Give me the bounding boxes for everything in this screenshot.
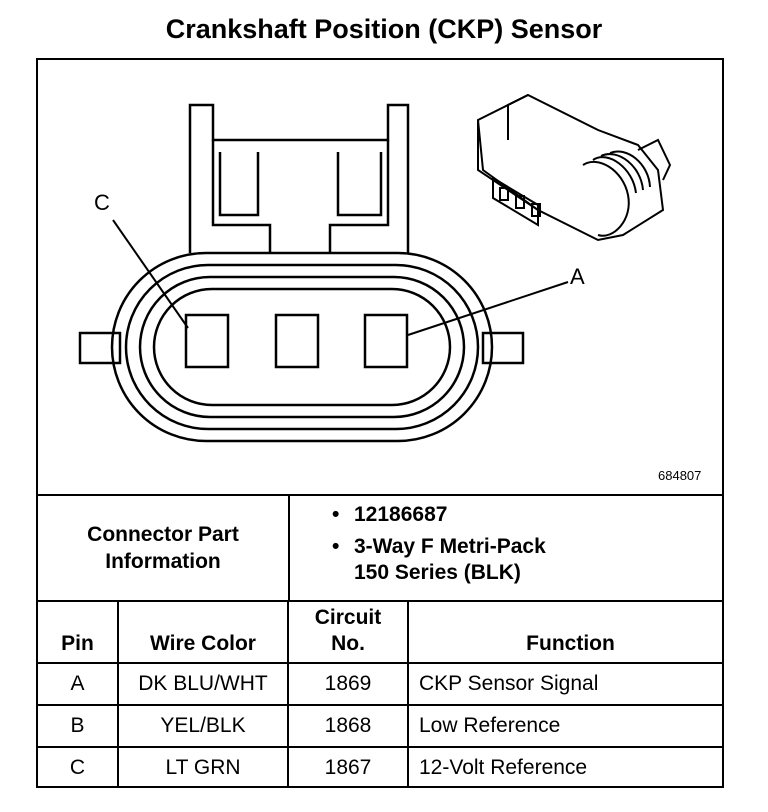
housing-outer [110, 251, 494, 443]
housing-ring-2 [124, 263, 480, 431]
table-row: A DK BLU/WHT 1869 CKP Sensor Signal [38, 662, 722, 706]
header-pin: Pin [38, 602, 119, 664]
pin-cell: B [38, 704, 119, 748]
latch-outline [188, 103, 410, 253]
connector-illustration [476, 93, 672, 242]
table-row: C LT GRN 1867 12-Volt Reference [38, 746, 722, 788]
connector-diagram: C A 684807 [38, 60, 722, 496]
connector-type: 3-Way F Metri-Pack [354, 535, 546, 558]
connector-info-list: • 12186687 • 3-Way F Metri-Pack 150 Seri… [290, 496, 720, 600]
right-tab [481, 331, 525, 365]
wire-color-cell: DK BLU/WHT [117, 662, 289, 706]
function-cell: 12-Volt Reference [407, 746, 722, 788]
pin-cell: A [38, 662, 119, 706]
header-function: Function [407, 602, 722, 664]
wire-color-cell: LT GRN [117, 746, 289, 788]
connector-info-label-line1: Connector Part [87, 523, 239, 546]
header-wire-color: Wire Color [117, 602, 289, 664]
header-circuit-line2: No. [331, 632, 365, 655]
callout-a: A [570, 264, 585, 289]
cavity-b [274, 313, 320, 369]
bullet-icon: • [332, 535, 340, 558]
page-title: Crankshaft Position (CKP) Sensor [165, 14, 603, 44]
circuit-cell: 1868 [287, 704, 409, 748]
header-circuit: Circuit No. [287, 602, 409, 664]
connector-info-label-line2: Information [105, 550, 221, 573]
figure-id: 684807 [658, 468, 702, 483]
connector-frame: C A 684807 Connector Part Information • … [36, 58, 724, 788]
table-header-row: Pin Wire Color Circuit No. Function [38, 602, 722, 664]
function-cell: Low Reference [407, 704, 722, 748]
header-circuit-line1: Circuit [314, 606, 382, 629]
cavity-c [184, 313, 230, 369]
pin-table: Pin Wire Color Circuit No. Function A DK… [38, 602, 722, 788]
housing-ring-3 [138, 275, 466, 419]
bullet-icon: • [332, 503, 340, 526]
function-cell: CKP Sensor Signal [407, 662, 722, 706]
circuit-cell: 1867 [287, 746, 409, 788]
pin-cell: C [38, 746, 119, 788]
part-number: 12186687 [354, 503, 448, 526]
circuit-cell: 1869 [287, 662, 409, 706]
connector-series: 150 Series (BLK) [354, 561, 521, 584]
table-row: B YEL/BLK 1868 Low Reference [38, 704, 722, 748]
list-item: • 3-Way F Metri-Pack 150 Series (BLK) [290, 534, 720, 586]
wire-color-cell: YEL/BLK [117, 704, 289, 748]
list-item: • 12186687 [290, 502, 720, 528]
callout-c: C [94, 190, 110, 215]
latch-rib [218, 152, 383, 217]
connector-info-label: Connector Part Information [38, 496, 290, 600]
connector-info-section: Connector Part Information • 12186687 • … [38, 496, 722, 602]
cavity-a [363, 313, 409, 369]
leader-c [112, 219, 189, 329]
leader-a [407, 281, 569, 336]
latch-inner [211, 140, 390, 253]
connector-end-view [78, 93, 672, 443]
left-tab [78, 331, 122, 365]
housing-inner [152, 287, 452, 407]
